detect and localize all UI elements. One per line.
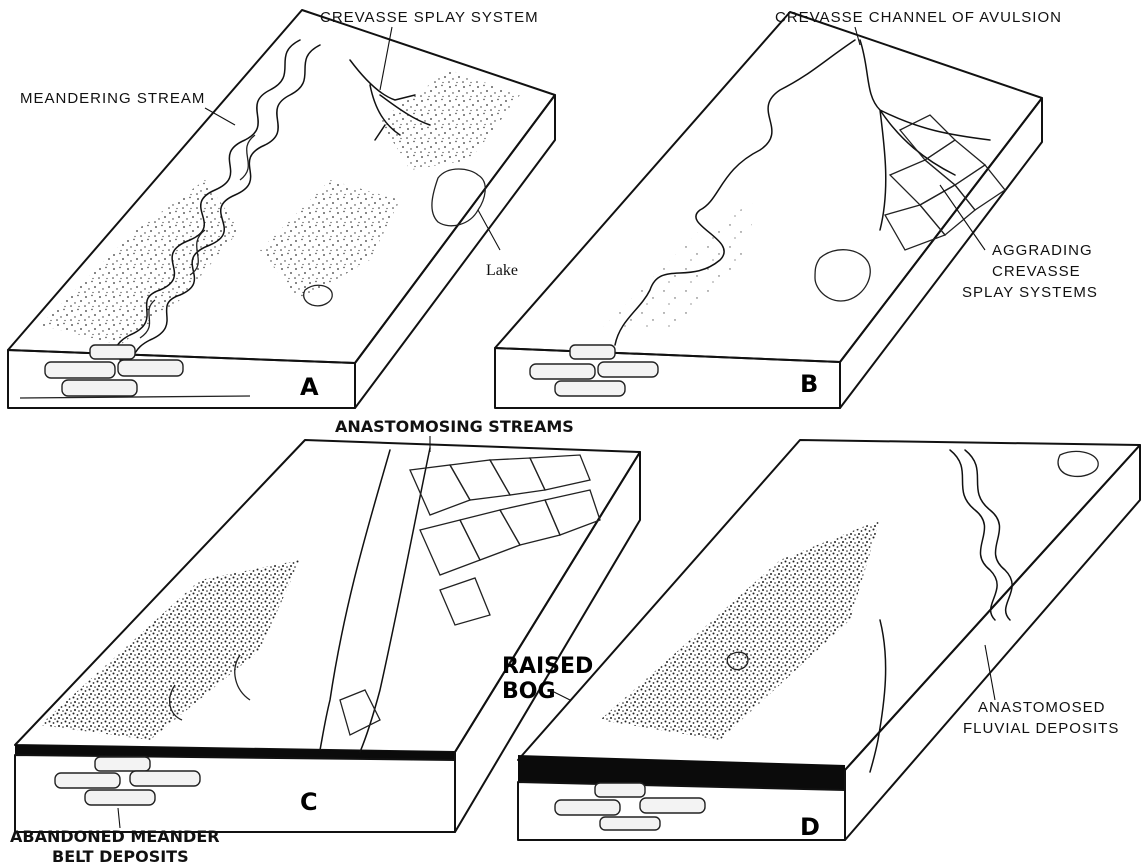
- label-lake: Lake: [486, 262, 518, 279]
- label-aggrading-line2: CREVASSE: [992, 263, 1081, 280]
- panel-d-peat-layer: [518, 755, 845, 790]
- panel-c-channel-lens-1: [95, 757, 150, 771]
- panel-a-lake: [432, 169, 485, 226]
- label-raised-bog-line1: RAISED: [502, 654, 593, 679]
- panel-b-sparse-area: [600, 200, 760, 330]
- panel-c-buried-lens-3: [85, 790, 155, 805]
- panel-a-buried-lens-1: [45, 362, 115, 378]
- label-crevasse-channel-of-avulsion: CREVASSE CHANNEL OF AVULSION: [775, 9, 1062, 26]
- panel-d-buried-lens-2: [640, 798, 705, 813]
- panel-a-buried-lens-3: [62, 380, 137, 396]
- label-aggrading-line3: SPLAY SYSTEMS: [962, 284, 1098, 301]
- panel-c-buried-lens-1: [55, 773, 120, 788]
- leader-anastomosed: [985, 645, 995, 700]
- panel-b-buried-lens-1: [530, 364, 595, 379]
- panel-c-buried-lens-2: [130, 771, 200, 786]
- panel-c-front-face: [15, 755, 455, 832]
- panel-d-dense-patch: [600, 520, 880, 740]
- panel-d-buried-lens-1: [555, 800, 620, 815]
- panel-a-floodplain-stipple-2: [260, 180, 400, 300]
- panel-d-lake: [1058, 451, 1098, 476]
- panel-d-buried-lens-3: [600, 817, 660, 830]
- label-anastomosing-streams: ANASTOMOSING STREAMS: [335, 417, 574, 436]
- label-abandoned-meander-line1: ABANDONED MEANDER: [10, 827, 220, 846]
- panel-c-anastomosing-streams: [320, 448, 600, 752]
- leader-abandoned-meander: [118, 808, 120, 828]
- label-crevasse-splay-system: CREVASSE SPLAY SYSTEM: [320, 9, 539, 26]
- panel-b-top-surface: [495, 12, 1042, 362]
- label-aggrading-line1: AGGRADING: [992, 242, 1093, 259]
- panel-b-anastomosing-network: [885, 115, 1005, 250]
- label-raised-bog-line2: BOG: [502, 679, 556, 704]
- panel-d-side-face: [845, 445, 1140, 840]
- panel-d-meandering-stream: [950, 450, 997, 620]
- label-abandoned-meander-line2: BELT DEPOSITS: [52, 847, 189, 865]
- panel-a-buried-lens-2: [118, 360, 183, 376]
- panel-b-buried-lens-2: [598, 362, 658, 377]
- panel-c-letter: C: [300, 788, 318, 816]
- panel-b-channel-lens: [570, 345, 615, 359]
- panel-b: B: [495, 12, 1042, 408]
- panel-a: A: [8, 10, 555, 408]
- panel-b-letter: B: [800, 370, 818, 398]
- panel-a-letter: A: [300, 373, 319, 401]
- panel-a-strata-line: [20, 396, 250, 398]
- panel-a-floodplain-stipple-3: [380, 70, 520, 170]
- panel-d-channel-lens: [595, 783, 645, 797]
- label-meandering-stream: MEANDERING STREAM: [20, 90, 205, 107]
- panel-a-channel-lens: [90, 345, 135, 359]
- panel-c-dense-patch: [40, 560, 300, 740]
- panel-b-buried-lens-3: [555, 381, 625, 396]
- panel-d-letter: D: [800, 813, 820, 841]
- leader-lake: [478, 210, 500, 250]
- label-anastomosed-line1: ANASTOMOSED: [978, 699, 1105, 716]
- panel-b-lake: [815, 250, 870, 301]
- label-anastomosed-line2: FLUVIAL DEPOSITS: [963, 720, 1119, 737]
- panel-d-long-channel: [870, 620, 886, 772]
- panel-a-floodplain-stipple: [40, 180, 240, 345]
